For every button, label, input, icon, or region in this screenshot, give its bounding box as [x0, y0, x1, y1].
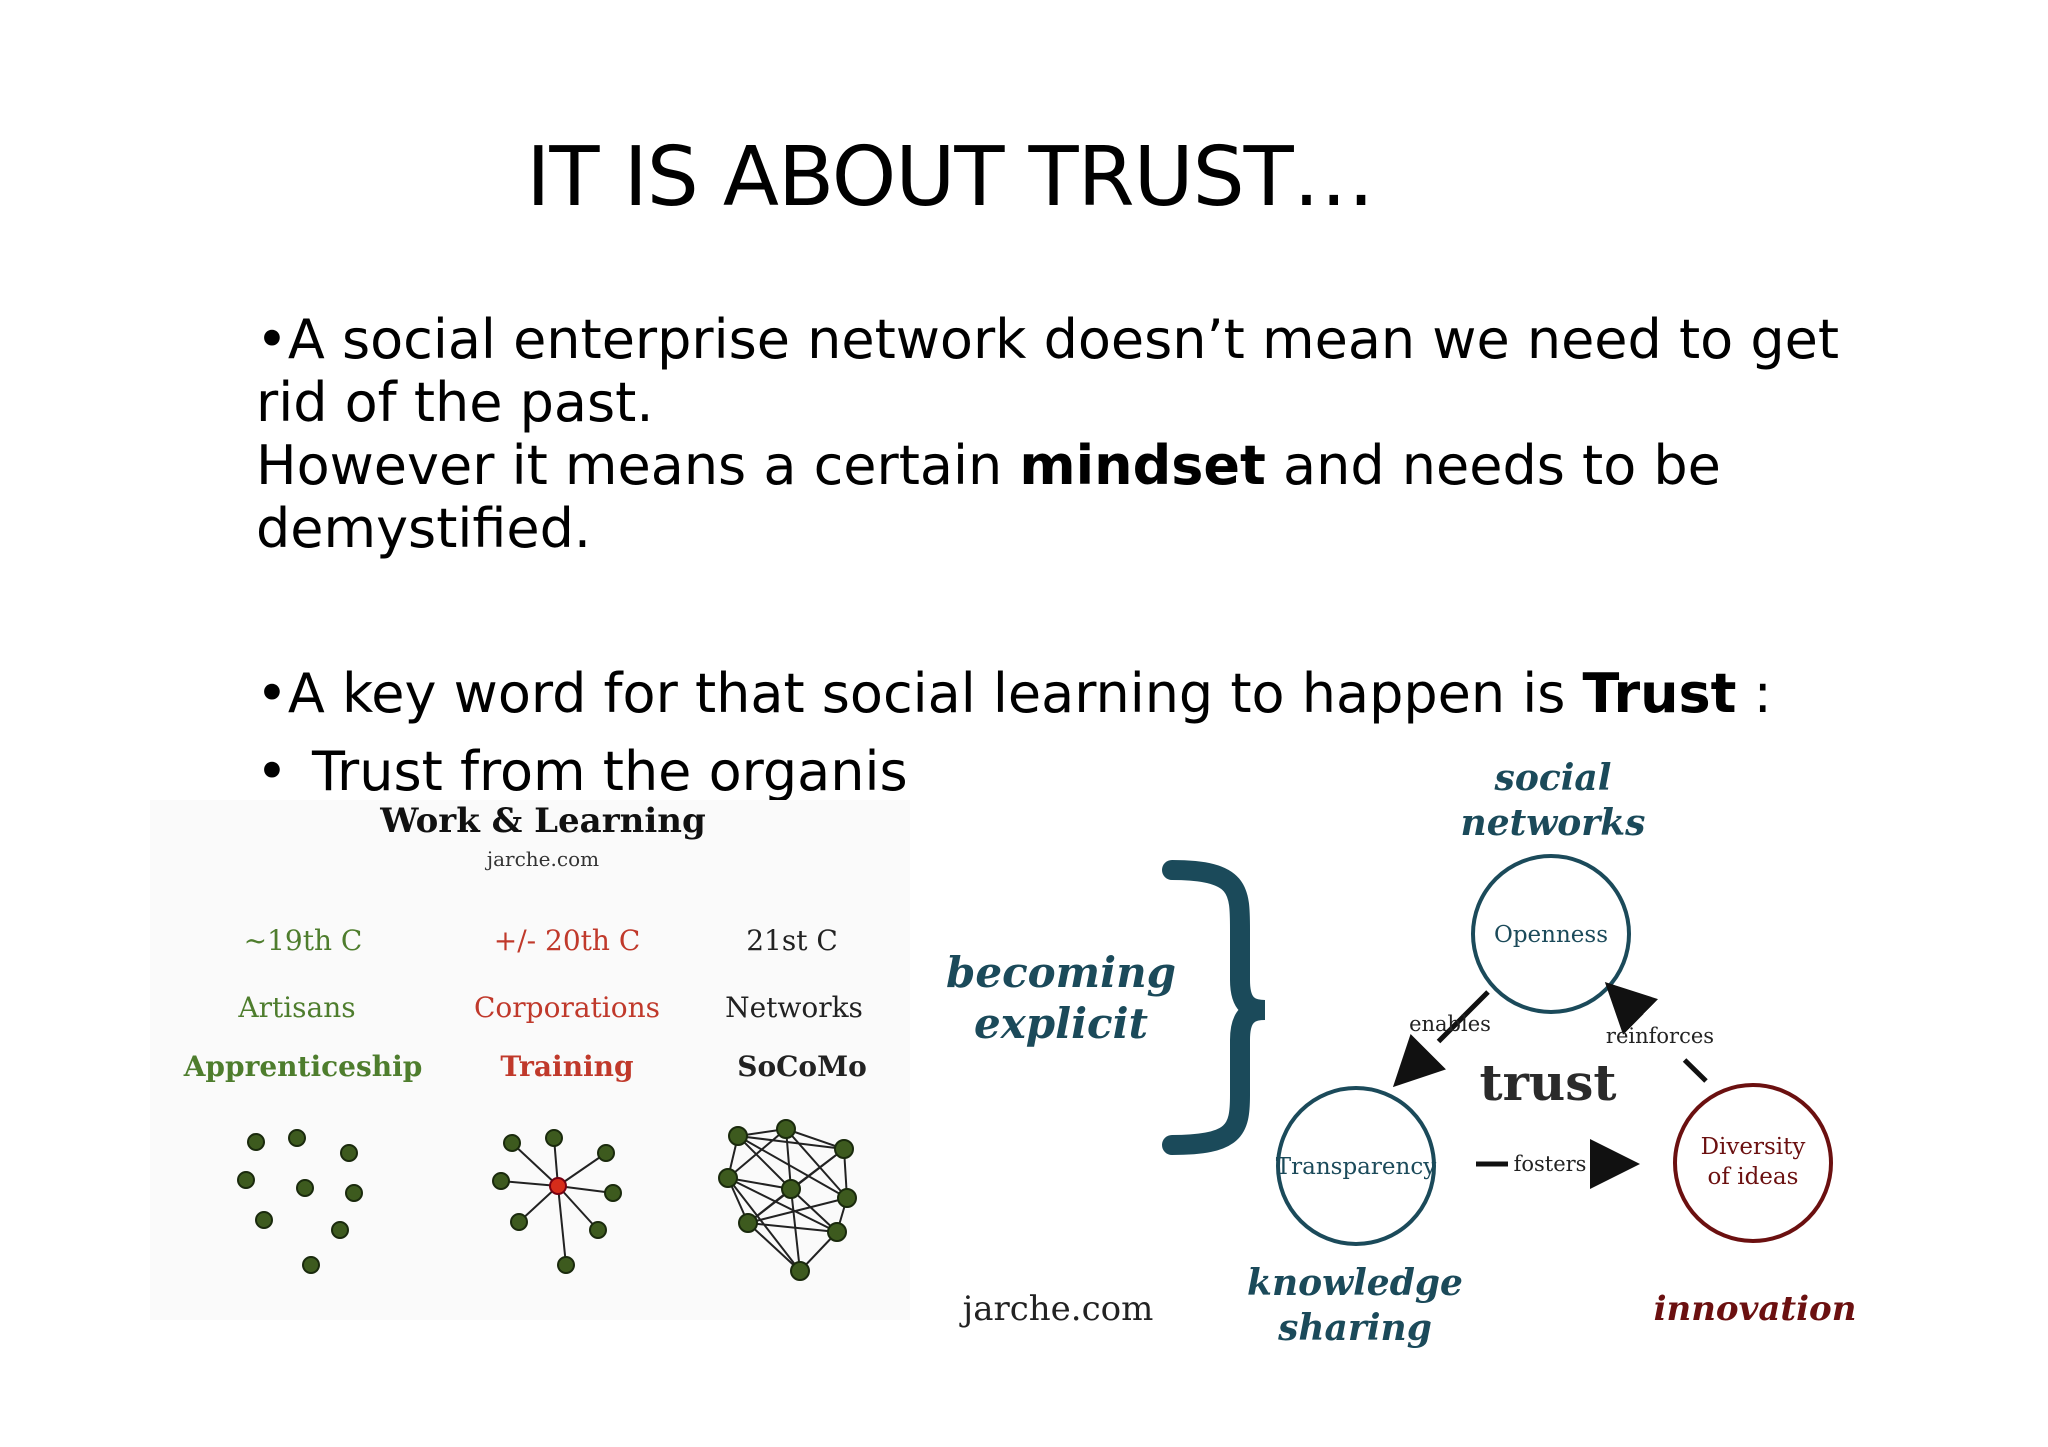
networks-label: networks [1461, 802, 1646, 844]
work-learning-figure: Work & Learning jarche.com ~19th C Artis… [150, 800, 910, 1320]
era-21st: 21st C [746, 924, 838, 957]
bullet-1-text: However it means a certain [256, 434, 1020, 497]
method-training: Training [500, 1050, 633, 1083]
bullet-1-emphasis: mindset [1019, 434, 1266, 497]
enables-label: enables [1409, 1012, 1491, 1036]
slide-title: IT IS ABOUT TRUST… [526, 130, 1374, 225]
social-label: social [1494, 760, 1612, 799]
work-learning-diagram: Work & Learning jarche.com ~19th C Artis… [183, 801, 867, 1281]
hub-network-icon [492, 1129, 622, 1274]
diversity-label: Diversity [1701, 1134, 1806, 1160]
fosters-label: fosters [1514, 1152, 1587, 1176]
bullet-2-text: •A key word for that social learning to … [256, 662, 1583, 725]
bullet-1-line-1: •A social enterprise network doesn’t mea… [256, 308, 1840, 371]
figure-source: jarche.com [485, 847, 599, 871]
right-figure-source: jarche.com [959, 1289, 1154, 1329]
figure-title: Work & Learning [379, 801, 706, 841]
era-19th: ~19th C [244, 924, 363, 957]
openness-circle [1471, 854, 1631, 1014]
org-artisans: Artisans [237, 991, 355, 1024]
transparency-circle [1276, 1086, 1436, 1246]
scattered-network-icon [237, 1129, 363, 1274]
org-networks: Networks [725, 991, 863, 1024]
becoming-label: becoming [946, 948, 1176, 997]
bullet-1-line-4: demystified. [256, 497, 592, 560]
of-ideas-label: of ideas [1708, 1164, 1799, 1190]
bullet-1-text-end: and needs to be [1265, 434, 1721, 497]
sharing-label: sharing [1277, 1307, 1432, 1349]
bullet-2-colon: : [1736, 662, 1772, 725]
reinforces-arrow [1604, 982, 1708, 1083]
openness-label: Openness [1494, 922, 1608, 948]
reinforces-label: reinforces [1606, 1024, 1714, 1048]
era-20th: +/- 20th C [494, 924, 641, 957]
bullet-2-emphasis: Trust [1582, 662, 1737, 725]
bullet-1-line-3: However it means a certain mindset and n… [256, 434, 1876, 497]
bullet-3-text: Trust from the organis [312, 740, 908, 803]
trust-label: trust [1479, 1053, 1616, 1112]
bullet-block-1: •A social enterprise network doesn’t mea… [256, 308, 1876, 560]
bullet-3-dot: • [256, 740, 288, 803]
trust-diagram: becoming explicit social networks Openne… [946, 757, 1857, 1349]
bullet-2: •A key word for that social learning to … [256, 662, 1772, 725]
diversity-circle [1673, 1083, 1833, 1243]
trust-figure: becoming explicit social networks Openne… [940, 757, 1860, 1360]
knowledge-label: knowledge [1247, 1262, 1463, 1304]
explicit-label: explicit [974, 999, 1148, 1048]
curly-brace-icon [1162, 860, 1266, 1155]
mesh-network-icon [718, 1119, 857, 1281]
method-apprenticeship: Apprenticeship [183, 1050, 423, 1083]
transparency-label: Transparency [1276, 1154, 1436, 1180]
bullet-3: • Trust from the organis [256, 740, 908, 803]
method-socomo: SoCoMo [737, 1050, 867, 1083]
innovation-label: innovation [1654, 1289, 1857, 1329]
enables-arrow [1392, 990, 1490, 1088]
org-corporations: Corporations [474, 991, 660, 1024]
bullet-1-line-2: rid of the past. [256, 371, 654, 434]
